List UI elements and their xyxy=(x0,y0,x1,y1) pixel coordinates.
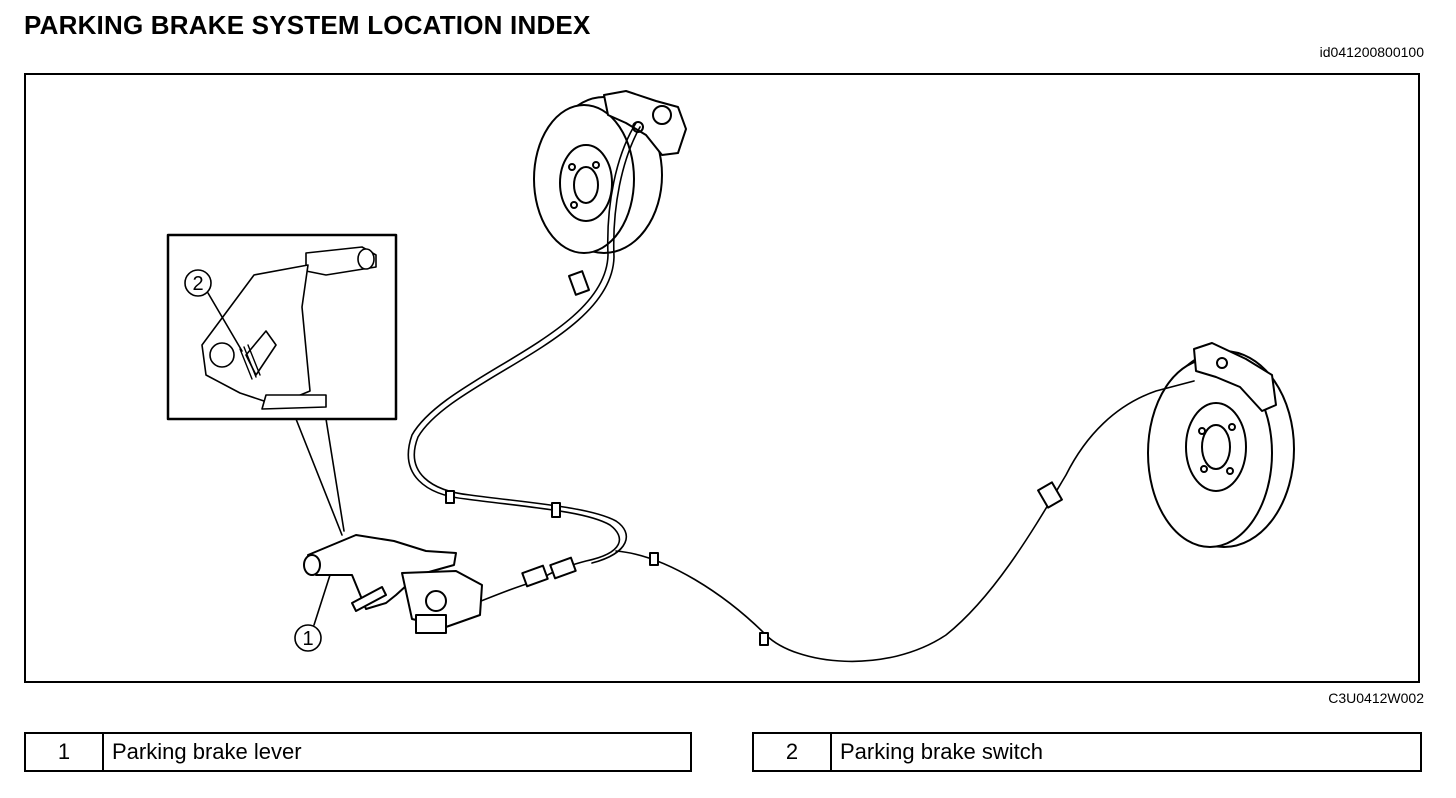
figure-code: C3U0412W002 xyxy=(1328,690,1424,706)
legend-item-2: 2 Parking brake switch xyxy=(752,732,1422,772)
legend-label: Parking brake lever xyxy=(112,739,302,764)
legend-label: Parking brake switch xyxy=(840,739,1043,764)
legend-number: 1 xyxy=(26,734,104,770)
legend-item-1: 1 Parking brake lever xyxy=(24,732,692,772)
page-title: PARKING BRAKE SYSTEM LOCATION INDEX xyxy=(24,10,591,40)
parking-brake-switch[interactable] xyxy=(239,344,261,380)
legend-number: 2 xyxy=(754,734,832,770)
parking-brake-lever[interactable] xyxy=(303,534,483,634)
document-id: id041200800100 xyxy=(1319,44,1424,60)
diagram-frame: 2 1 xyxy=(24,73,1420,683)
inset-lever-detail xyxy=(201,246,377,410)
callout-1-label: 1 xyxy=(302,628,313,650)
parking-brake-diagram: 2 1 xyxy=(166,90,1295,663)
lower-brake-caliper xyxy=(1193,342,1277,412)
cable-clips xyxy=(445,270,1063,646)
switch-inset xyxy=(166,233,398,536)
callout-2: 2 xyxy=(184,269,243,352)
callout-1: 1 xyxy=(294,574,331,652)
lower-brake-disc xyxy=(1147,350,1295,548)
callout-2-label: 2 xyxy=(192,273,203,295)
